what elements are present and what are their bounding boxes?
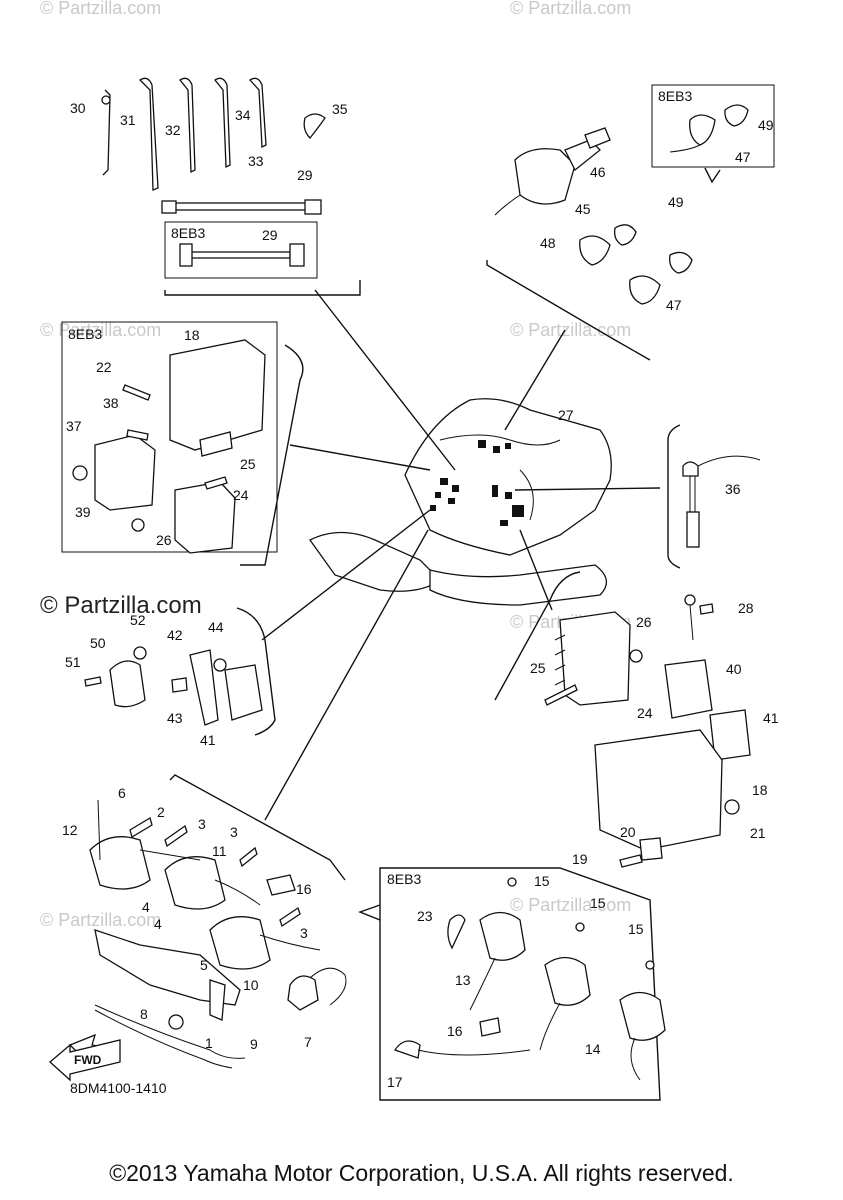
callout-4: 4	[154, 916, 162, 932]
variant-label: 8EB3	[171, 225, 205, 241]
diagram-code: 8DM4100-1410	[70, 1080, 167, 1096]
callout-17: 17	[387, 1074, 403, 1090]
fwd-arrow-icon: FWD	[49, 1039, 121, 1082]
callout-36: 36	[725, 481, 741, 497]
variant-label: 8EB3	[387, 871, 421, 887]
copyright-notice: ©2013 Yamaha Motor Corporation, U.S.A. A…	[109, 1160, 734, 1186]
watermark: © Partzilla.com	[510, 0, 632, 18]
watermark: © Partzilla.com	[40, 910, 162, 930]
callout-7: 7	[304, 1034, 312, 1050]
callout-49: 49	[668, 194, 684, 210]
callout-21: 21	[750, 825, 766, 841]
callout-9: 9	[250, 1036, 258, 1052]
group-8eb3-coils	[358, 867, 666, 1101]
callout-51: 51	[65, 654, 81, 670]
callout-24: 24	[233, 487, 249, 503]
snowmobile-body	[261, 289, 661, 821]
callout-10: 10	[243, 977, 259, 993]
callout-41: 41	[763, 710, 779, 726]
callout-6: 6	[118, 785, 126, 801]
callout-45: 45	[575, 201, 591, 217]
variant-label: 8EB3	[68, 326, 102, 342]
callout-19: 19	[572, 851, 588, 867]
callout-48: 48	[540, 235, 556, 251]
callout-15: 15	[534, 873, 550, 889]
callout-22: 22	[96, 359, 112, 375]
callout-18: 18	[184, 327, 200, 343]
callout-11: 11	[212, 843, 227, 859]
group-main-switch	[486, 84, 775, 361]
callout-30: 30	[70, 100, 86, 116]
callout-13: 13	[455, 972, 471, 988]
callout-3: 3	[230, 824, 238, 840]
callout-35: 35	[332, 101, 348, 117]
group-sensor-36	[667, 424, 761, 569]
callout-42: 42	[167, 627, 183, 643]
callout-27: 27	[558, 407, 574, 423]
callout-labels: 30 31 32 33 34 35 29 29 46 45 49 47 49 4…	[62, 100, 779, 1090]
variant-label: 8EB3	[658, 88, 692, 104]
callout-26: 26	[636, 614, 652, 630]
watermark-center: © Partzilla.com	[40, 592, 202, 619]
callout-3: 3	[300, 925, 308, 941]
watermark: © Partzilla.com	[510, 895, 632, 915]
callout-20: 20	[620, 824, 636, 840]
callout-39: 39	[75, 504, 91, 520]
callout-44: 44	[208, 619, 224, 635]
callout-2: 2	[157, 804, 165, 820]
callout-14: 14	[585, 1041, 601, 1057]
callout-18: 18	[752, 782, 768, 798]
callout-16: 16	[447, 1023, 463, 1039]
callout-23: 23	[417, 908, 433, 924]
callout-1: 1	[205, 1035, 213, 1051]
callout-29: 29	[262, 227, 278, 243]
callout-50: 50	[90, 635, 106, 651]
callout-47: 47	[666, 297, 682, 313]
callout-24: 24	[637, 705, 653, 721]
callout-29: 29	[297, 167, 313, 183]
callout-3: 3	[198, 816, 206, 832]
group-cable-ties	[101, 77, 361, 296]
callout-12: 12	[62, 822, 78, 838]
callout-28: 28	[738, 600, 754, 616]
callout-25: 25	[530, 660, 546, 676]
callout-15: 15	[628, 921, 644, 937]
callout-26: 26	[156, 532, 172, 548]
group-ignition-coils	[68, 774, 347, 1069]
callout-37: 37	[66, 418, 82, 434]
callout-41: 41	[200, 732, 216, 748]
callout-43: 43	[167, 710, 183, 726]
callout-40: 40	[726, 661, 742, 677]
callout-16: 16	[296, 881, 312, 897]
callout-34: 34	[235, 107, 251, 123]
callout-46: 46	[590, 164, 606, 180]
callout-8: 8	[140, 1006, 148, 1022]
callout-4: 4	[142, 899, 150, 915]
fwd-label: FWD	[74, 1053, 102, 1067]
watermark: © Partzilla.com	[40, 320, 162, 340]
callout-25: 25	[240, 456, 256, 472]
group-regulator	[494, 571, 751, 868]
callout-32: 32	[165, 122, 181, 138]
watermark: © Partzilla.com	[510, 320, 632, 340]
callout-52: 52	[130, 612, 146, 628]
callout-47: 47	[735, 149, 751, 165]
callout-15: 15	[590, 895, 606, 911]
watermark: © Partzilla.com	[40, 0, 162, 18]
group-cdi-units	[61, 321, 304, 566]
group-ignition-42	[84, 607, 276, 736]
callout-38: 38	[103, 395, 119, 411]
callout-49: 49	[758, 117, 774, 133]
callout-5: 5	[200, 957, 208, 973]
callout-31: 31	[120, 112, 136, 128]
callout-33: 33	[248, 153, 264, 169]
